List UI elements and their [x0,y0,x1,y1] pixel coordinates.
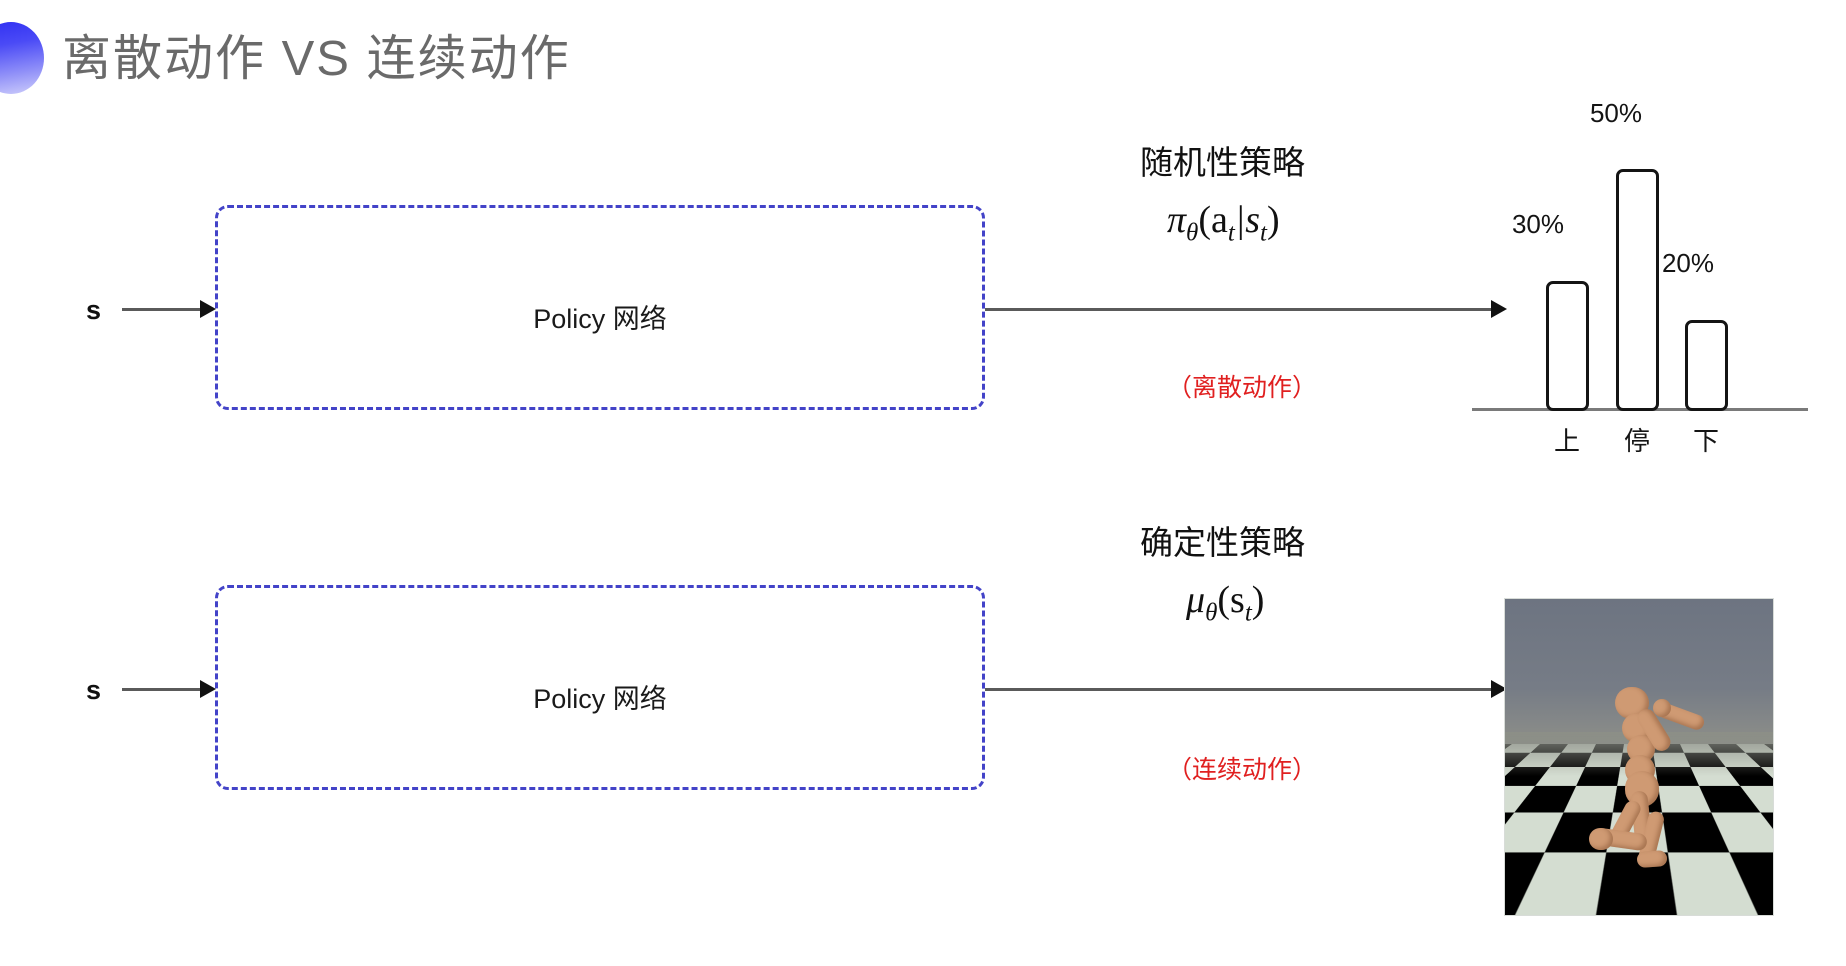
policy-network-label-row1: Policy 网络 [533,304,667,334]
formula-sub-t1: t [1227,219,1235,247]
policy-network-box-row1[interactable]: Policy 网络 [215,205,985,410]
deterministic-policy-name: 确定性策略 [1140,524,1305,561]
formula-theta-2: θ [1205,599,1218,627]
bar-category-label-0: 上 [1553,426,1580,456]
output-arrow-line-row1 [985,308,1493,311]
humanoid-simulation-image [1504,598,1774,916]
state-input-label-row2: s [86,675,102,705]
input-arrow-head-row2 [200,680,216,698]
humanoid-hand [1653,699,1671,717]
formula-open-arg-2: (s [1217,579,1245,621]
bar-1 [1616,169,1659,411]
page-title: 离散动作 VS 连续动作 [62,32,571,86]
continuous-action-note: （连续动作） [1167,756,1318,784]
policy-network-label-row2: Policy 网络 [533,684,667,714]
title-decoration-circle [0,22,44,94]
output-arrow-head-row1 [1491,300,1507,318]
policy-network-box-row2[interactable]: Policy 网络 [215,585,985,790]
formula-theta: θ [1186,219,1199,247]
discrete-action-note: （离散动作） [1167,374,1318,402]
input-arrow-line-row1 [122,308,202,311]
humanoid-foot-front [1636,849,1668,869]
deterministic-policy-formula: μθ(st) [1186,578,1264,628]
bar-value-label-2: 20% [1661,248,1715,278]
bar-category-label-2: 下 [1692,426,1719,456]
stochastic-policy-formula: πθ(at|st) [1167,198,1280,248]
input-arrow-line-row2 [122,688,202,691]
bar-2 [1685,320,1728,411]
bar-0 [1546,281,1589,411]
formula-close-paren: ) [1267,199,1280,241]
bar-category-label-1: 停 [1623,426,1650,456]
input-arrow-head-row1 [200,300,216,318]
bar-value-label-0: 30% [1511,209,1565,239]
action-probability-bar-chart: 30% 上 50% 停 20% 下 [1466,96,1812,456]
formula-mu: μ [1186,579,1206,621]
stochastic-policy-name: 随机性策略 [1140,144,1305,181]
state-input-label-row1: s [86,295,102,325]
formula-close-paren-2: ) [1251,579,1265,621]
bar-value-label-1: 50% [1589,98,1643,128]
output-arrow-head-row2 [1491,680,1507,698]
output-arrow-line-row2 [985,688,1493,691]
formula-bar-s: |s [1234,199,1261,241]
formula-sub-t2: t [1260,219,1267,247]
formula-open-arg: (a [1198,199,1228,241]
humanoid-foot-back [1589,828,1613,850]
formula-sub-t3: t [1244,599,1252,627]
formula-pi: π [1167,199,1187,241]
